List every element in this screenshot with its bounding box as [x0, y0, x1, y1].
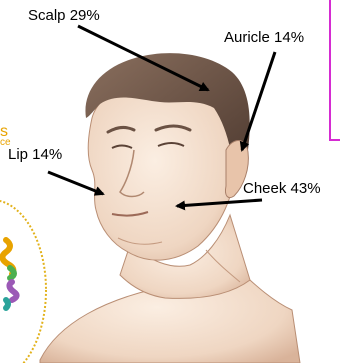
partial-word: ce [0, 138, 11, 148]
lip-label: Lip 14% [8, 147, 62, 162]
side-panel-border [330, 0, 340, 140]
decorative-squiggle-teal [6, 300, 8, 308]
scalp-label: Scalp 29% [28, 8, 100, 23]
decorative-squiggle-purple [9, 282, 16, 300]
decorative-circle [0, 200, 46, 363]
auricle-label: Auricle 14% [224, 30, 304, 45]
cheek-label: Cheek 43% [243, 181, 321, 196]
